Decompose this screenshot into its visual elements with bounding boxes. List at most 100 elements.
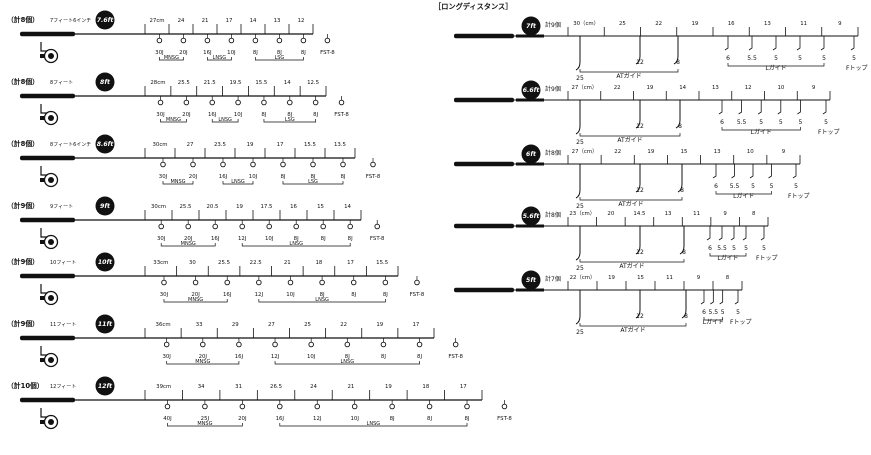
guide-ring [374, 223, 380, 230]
guide-count-label: （計9個） [7, 257, 39, 266]
guide-size-label: 20J [179, 50, 188, 56]
guide-ring [452, 341, 459, 348]
guide-ring [319, 279, 325, 286]
spacing-value: 11 [693, 211, 700, 217]
l-guide-size: 5.5 [709, 309, 719, 316]
length-badge [521, 270, 541, 290]
guide-ring [370, 161, 376, 168]
spacing-value: 22（cm） [570, 274, 596, 281]
guide-size-label: 8J [253, 50, 258, 56]
reel-handle [40, 420, 44, 424]
guide-size-label: 8J [417, 354, 422, 360]
guide-size-label: FST-8 [410, 292, 425, 298]
guide-size-label: 8J [261, 112, 266, 118]
rod-length-label: 7フィート6インチ [50, 18, 91, 24]
spacing-value: 14.5 [633, 211, 645, 217]
guide-size-label: 8J [320, 292, 325, 298]
guide-ring [340, 161, 346, 168]
guide-group-bracket [211, 119, 239, 123]
spacing-value: 31 [235, 384, 242, 390]
at-guide-frame [635, 100, 641, 129]
l-guide-label: Lガイド [717, 254, 738, 262]
f-top-label: Fトップ [756, 255, 777, 262]
guide-ring [382, 279, 389, 286]
at-guide-bracket [579, 197, 683, 201]
spacing-value: 25.5 [218, 260, 230, 266]
spacing-value: 15.5 [304, 142, 316, 148]
l-guide-size: 6 [708, 245, 712, 252]
l-guide-frame [797, 100, 801, 115]
l-guide-size: 5 [721, 309, 725, 316]
guide-size-label: 16J [219, 174, 228, 180]
guide-ring [180, 37, 187, 44]
l-guide-size: 5 [779, 119, 783, 126]
length-badge-text: 6ft [526, 150, 537, 158]
guide-ring [312, 99, 319, 106]
spacing-value: 21.5 [204, 80, 216, 86]
guide-size-label: 8J [277, 50, 282, 56]
l-guide-frame [712, 164, 717, 179]
l-guide-frame [820, 36, 825, 51]
l-guide-frame [777, 100, 782, 115]
spacing-value: 34 [198, 384, 205, 390]
guide-size-label: 10J [265, 236, 274, 242]
guide-size-label: 8J [301, 50, 306, 56]
spacing-value: 27（cm） [572, 148, 598, 155]
guide-size-label: 12J [238, 236, 247, 242]
guide-size-label: 10J [307, 354, 316, 360]
f-top-label: Fトップ [846, 65, 867, 72]
at-guide-frame [635, 226, 641, 255]
l-guide-frame [742, 226, 747, 241]
length-badge [95, 134, 115, 154]
guide-size-label: 10J [249, 174, 258, 180]
at-guide-frame [675, 100, 681, 129]
l-guide-frame [700, 290, 705, 305]
spacing-value: 33cm [153, 260, 168, 266]
guide-size-label: 10J [350, 416, 359, 422]
at-guide-size: 25 [576, 75, 584, 82]
guide-ring [501, 403, 508, 410]
at-guide-size: 25 [576, 139, 584, 146]
guide-ring [235, 99, 241, 106]
guide-ring [158, 223, 164, 230]
guide-size-label: 8J [310, 174, 315, 180]
spacing-value: 17 [347, 260, 354, 266]
guide-group-label: MNSG [166, 117, 181, 123]
length-badge-text: 8.6ft [97, 140, 115, 148]
guide-count-label: （計10個） [7, 381, 44, 390]
at-guide-frame [681, 290, 687, 319]
guide-ring [192, 279, 199, 286]
spacing-value: 9 [697, 275, 701, 281]
guide-ring [156, 37, 163, 44]
section-title: ［ロングディスタンス］ [434, 2, 512, 11]
l-guide-frame [706, 226, 711, 241]
guide-size-label: 30J [160, 292, 169, 298]
f-top-size: 5 [736, 309, 740, 316]
at-guide-label: ATガイド [620, 326, 645, 334]
at-guide-size: 8 [684, 313, 688, 320]
spacing-value: 21 [348, 384, 355, 390]
l-guide-size: 5 [822, 55, 826, 62]
guide-ring [314, 403, 320, 410]
spacing-value: 14 [344, 204, 351, 210]
guide-ring [287, 279, 294, 286]
reel-hub [48, 357, 54, 363]
spacing-value: 9 [812, 85, 816, 91]
spacing-value: 17 [413, 322, 420, 328]
spacing-value: 17 [277, 142, 284, 148]
guide-size-label: 12J [255, 292, 264, 298]
guide-ring [277, 403, 283, 410]
spacing-value: 9 [782, 149, 786, 155]
l-guide-size: 6 [720, 119, 724, 126]
guide-group-label: MNSG [188, 297, 203, 303]
guide-ring [380, 341, 387, 348]
guide-group-bracket [222, 181, 254, 185]
l-guide-size: 5 [798, 55, 802, 62]
spacing-value: 30 [189, 260, 196, 266]
spacing-value: 9 [723, 211, 727, 217]
guide-ring [236, 341, 242, 348]
guide-count-label: （計8個） [7, 139, 39, 148]
guide-group-label: LSG [285, 117, 295, 123]
